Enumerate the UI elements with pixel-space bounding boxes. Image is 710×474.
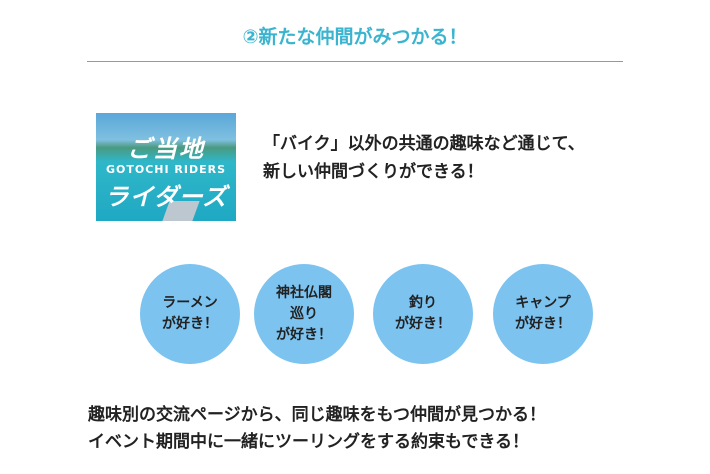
hobby-circle-shrines: 神社仏閣 巡り が好き！	[254, 264, 354, 364]
description: 「バイク」以外の共通の趣味など通じて、 新しい仲間づくりができる！	[263, 130, 585, 186]
hobby-text: が好き！	[515, 316, 571, 332]
section-title: ②新たな仲間がみつかる！	[242, 26, 468, 48]
hobby-text: 釣り	[409, 295, 437, 311]
hobby-text: ラーメン	[162, 295, 218, 311]
description-line: 新しい仲間づくりができる！	[263, 162, 484, 182]
bottom-line: 趣味別の交流ページから、同じ趣味をもつ仲間が見つかる！	[88, 405, 546, 425]
hobby-text: が好き！	[276, 326, 332, 343]
hobby-circle-ramen: ラーメン が好き！	[140, 264, 240, 364]
gotochi-riders-logo-image: ご当地 GOTOCHI RIDERS ライダーズ	[96, 113, 236, 221]
hobby-text: が好き！	[162, 316, 218, 332]
logo-text-2: GOTOCHI RIDERS	[105, 163, 227, 176]
divider	[87, 61, 623, 62]
hobby-text: 巡り	[290, 305, 318, 322]
logo-text-3: ライダーズ	[104, 183, 228, 211]
hobby-text: が好き！	[395, 316, 451, 332]
hobby-text: 神社仏閣	[276, 284, 332, 301]
hobby-text: キャンプ	[515, 295, 571, 311]
hobby-circle-camping: キャンプ が好き！	[493, 264, 593, 364]
bottom-text: 趣味別の交流ページから、同じ趣味をもつ仲間が見つかる！ イベント期間中に一緒にツ…	[88, 402, 546, 456]
description-line: 「バイク」以外の共通の趣味など通じて、	[263, 134, 585, 154]
logo-text-1: ご当地	[127, 135, 205, 163]
hobby-circle-fishing: 釣り が好き！	[373, 264, 473, 364]
bottom-line: イベント期間中に一緒にツーリングをする約束もできる！	[88, 432, 529, 452]
